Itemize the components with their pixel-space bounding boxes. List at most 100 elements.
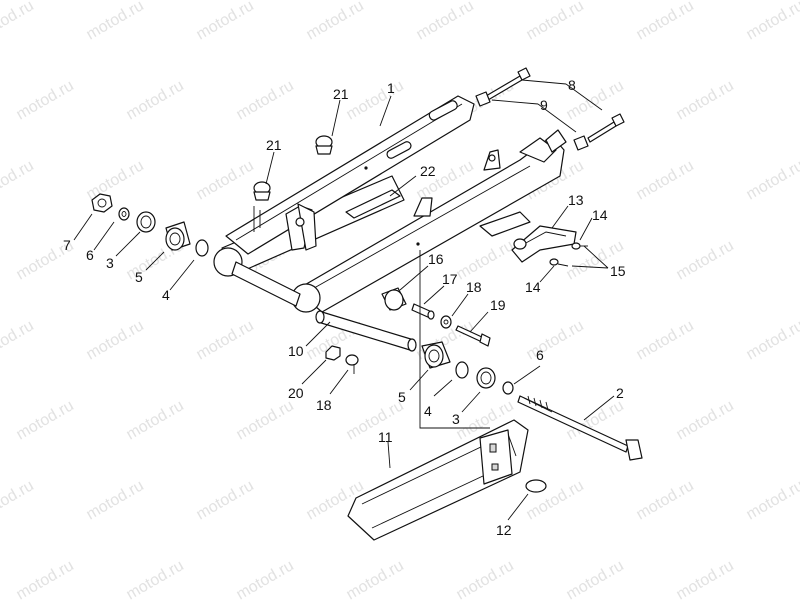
screw-part-14-lower	[549, 258, 569, 267]
callout-21-lower: 21	[266, 137, 282, 153]
watermark-text: motod.ru	[194, 157, 257, 203]
callout-21-upper: 21	[333, 86, 349, 102]
callout-15: 15	[610, 263, 626, 279]
watermark-text: motod.ru	[744, 477, 800, 523]
callout-8: 8	[568, 77, 576, 93]
watermark-text: motod.ru	[634, 317, 697, 363]
watermark-text: motod.ru	[744, 0, 800, 43]
watermark-text: motod.ru	[194, 317, 257, 363]
watermark-text: motod.ru	[344, 557, 407, 600]
callout-2: 2	[616, 385, 624, 401]
bolt-part-19	[455, 325, 491, 347]
pivot-bolt-part-2	[517, 395, 643, 461]
watermark-text: motod.ru	[304, 0, 367, 43]
watermark-text: motod.ru	[0, 477, 37, 523]
watermark-text: motod.ru	[234, 77, 297, 123]
watermark-text: motod.ru	[234, 557, 297, 600]
washer-part-18-center	[440, 315, 452, 329]
callout-5-left: 5	[135, 269, 143, 285]
seal-part-3-left	[136, 211, 156, 233]
washer-part-18-lower	[345, 354, 359, 366]
chain-slider-part-11	[347, 419, 529, 541]
watermark-text: motod.ru	[454, 237, 517, 283]
bolt-part-8-lower	[573, 113, 625, 151]
bolt-part-8-upper	[475, 67, 531, 107]
callout-14-upper: 14	[592, 207, 608, 223]
nut-part-20	[325, 345, 341, 361]
watermark-text: motod.ru	[414, 0, 477, 43]
callout-19: 19	[490, 297, 506, 313]
bushing-part-16	[381, 287, 407, 311]
callout-14-lower: 14	[525, 279, 541, 295]
callout-6-right: 6	[536, 347, 544, 363]
watermark-text: motod.ru	[14, 397, 77, 443]
bracket-part-13	[511, 225, 577, 263]
callout-13: 13	[568, 192, 584, 208]
callout-5-right: 5	[398, 389, 406, 405]
watermark-text: motod.ru	[634, 0, 697, 43]
watermark-text: motod.ru	[0, 317, 37, 363]
watermark-text: motod.ru	[0, 0, 37, 43]
swingarm-part-1	[213, 95, 567, 313]
callout-20: 20	[288, 385, 304, 401]
pad-part-12	[525, 479, 547, 493]
watermark-text: motod.ru	[344, 77, 407, 123]
nut-part-7	[91, 193, 113, 213]
watermark-text: motod.ru	[84, 477, 147, 523]
washer-part-6-right	[502, 381, 514, 395]
ring-part-4-right	[455, 361, 469, 379]
watermark-text: motod.ru	[454, 557, 517, 600]
callout-6-left: 6	[86, 247, 94, 263]
washer-part-6-left	[118, 207, 130, 221]
callout-labels: 1 2 3 3 4 4 5 5 6 6 7 8 9 10 11 12 13 14…	[63, 77, 626, 538]
callout-22: 22	[420, 163, 436, 179]
bushing-part-5-left	[165, 221, 191, 251]
callout-9: 9	[540, 97, 548, 113]
watermark-text: motod.ru	[524, 317, 587, 363]
watermark-text: motod.ru	[674, 237, 737, 283]
watermark-text: motod.ru	[124, 77, 187, 123]
watermark-text: motod.ru	[124, 557, 187, 600]
callout-18-center: 18	[466, 279, 482, 295]
bushing-part-5-right	[421, 341, 451, 369]
callout-18-lower: 18	[316, 397, 332, 413]
watermark-text: motod.ru	[674, 557, 737, 600]
watermark-text: motod.ru	[634, 477, 697, 523]
callout-11: 11	[378, 429, 393, 445]
watermark-text: motod.ru	[124, 397, 187, 443]
leader-lines	[73, 79, 615, 521]
callout-7: 7	[63, 237, 71, 253]
callout-1: 1	[387, 80, 395, 96]
watermark-text: motod.ru	[674, 397, 737, 443]
callout-3-left: 3	[106, 255, 114, 271]
ring-part-4-left	[195, 239, 209, 257]
watermark-text: motod.ru	[744, 317, 800, 363]
callout-16: 16	[428, 251, 444, 267]
watermark-text: motod.ru	[634, 157, 697, 203]
watermark-text: motod.ru	[744, 157, 800, 203]
watermark-text: motod.ru	[14, 77, 77, 123]
watermark-text: motod.ru	[194, 0, 257, 43]
watermark-text: motod.ru	[84, 157, 147, 203]
callout-4-right: 4	[424, 403, 432, 419]
watermark-text: motod.ru	[84, 0, 147, 43]
watermark-text: motod.ru	[14, 557, 77, 600]
callout-3-right: 3	[452, 411, 460, 427]
watermark-text: motod.ru	[524, 0, 587, 43]
clamp-part-21-lower	[253, 181, 271, 201]
callout-12: 12	[496, 522, 512, 538]
screw-part-14-upper	[571, 242, 588, 250]
watermark-text: motod.ru	[0, 157, 37, 203]
watermark-text: motod.ru	[674, 77, 737, 123]
seal-part-3-right	[476, 367, 496, 389]
watermark-text: motod.ru	[84, 317, 147, 363]
clamp-part-21-upper	[315, 135, 333, 155]
callout-10: 10	[288, 343, 304, 359]
watermark-text: motod.ru	[564, 557, 627, 600]
watermark-text: motod.ru	[234, 397, 297, 443]
callout-4-left: 4	[162, 287, 170, 303]
spacer-part-17	[411, 303, 435, 320]
watermark-text: motod.ru	[194, 477, 257, 523]
